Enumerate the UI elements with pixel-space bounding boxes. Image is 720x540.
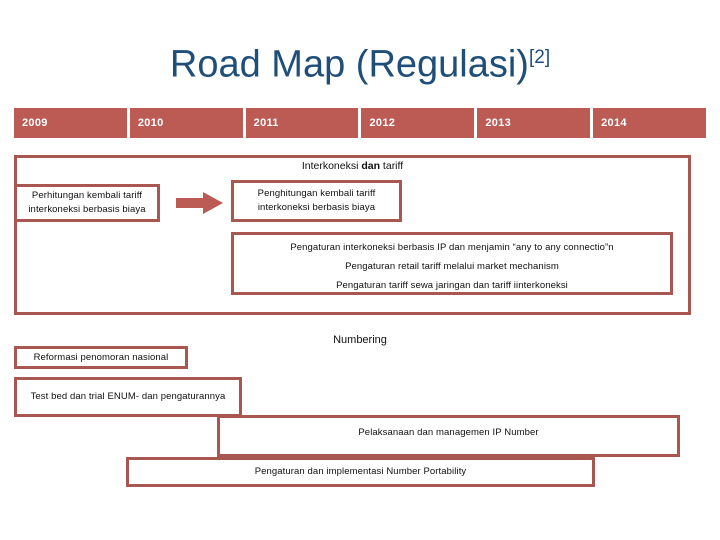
timeline-year-2009[interactable]: 2009 [14,108,127,138]
section-interkoneksi-heading-bold: dan [361,160,381,172]
box-perhitungan-kembali-tariff[interactable]: Perhitungan kembali tariff interkoneksi … [14,184,160,222]
box-portability-label: Pengaturan dan implementasi Number Porta… [254,466,467,477]
timeline-year-2010[interactable]: 2010 [129,108,243,138]
section-interkoneksi-heading-suffix: tariff [380,160,404,172]
timeline-year-2014[interactable]: 2014 [593,108,706,138]
box-penghitungan-label: Penghitungan kembali tariff interkoneksi… [257,188,376,213]
box-perhitungan-label: Perhitungan kembali tariff interkoneksi … [28,190,146,215]
timeline-bar: 2009 2010 2011 2012 2013 2014 [14,108,706,138]
section-interkoneksi-heading-prefix: Interkoneksi [301,160,362,172]
box-reformasi-label: Reformasi penomoran nasional [33,351,169,363]
section-numbering-heading: Numbering [333,334,387,346]
page-title: Road Map (Regulasi)[2] [0,36,720,87]
page-title-superscript: [2] [528,47,551,68]
box-number-portability[interactable]: Pengaturan dan implementasi Number Porta… [126,457,595,487]
timeline-year-2011[interactable]: 2011 [245,108,359,138]
pengaturan-line-1: Pengaturan interkoneksi berbasis IP dan … [290,242,614,253]
pengaturan-line-3: Pengaturan tariff sewa jaringan dan tari… [336,280,568,291]
box-pelaksanaan-label: Pelaksanaan dan managemen IP Number [358,427,539,438]
box-pengaturan-interkoneksi-list[interactable]: Pengaturan interkoneksi berbasis IP dan … [231,232,673,295]
box-pelaksanaan-ip-number[interactable]: Pelaksanaan dan managemen IP Number [217,415,680,457]
box-reformasi-penomoran[interactable]: Reformasi penomoran nasional [14,346,188,369]
right-arrow-icon [176,192,223,214]
section-interkoneksi-heading: Interkoneksi dan tariff [14,160,691,172]
timeline-year-2012[interactable]: 2012 [361,108,475,138]
box-testbed-enum[interactable]: Test bed dan trial ENUM- dan pengaturann… [14,377,242,417]
timeline-year-2013[interactable]: 2013 [477,108,591,138]
pengaturan-line-2: Pengaturan retail tariff melalui market … [345,261,559,272]
page-title-text: Road Map (Regulasi) [169,43,529,86]
box-penghitungan-kembali-tariff[interactable]: Penghitungan kembali tariff interkoneksi… [231,180,402,222]
box-testbed-label: Test bed dan trial ENUM- dan pengaturann… [30,391,226,402]
